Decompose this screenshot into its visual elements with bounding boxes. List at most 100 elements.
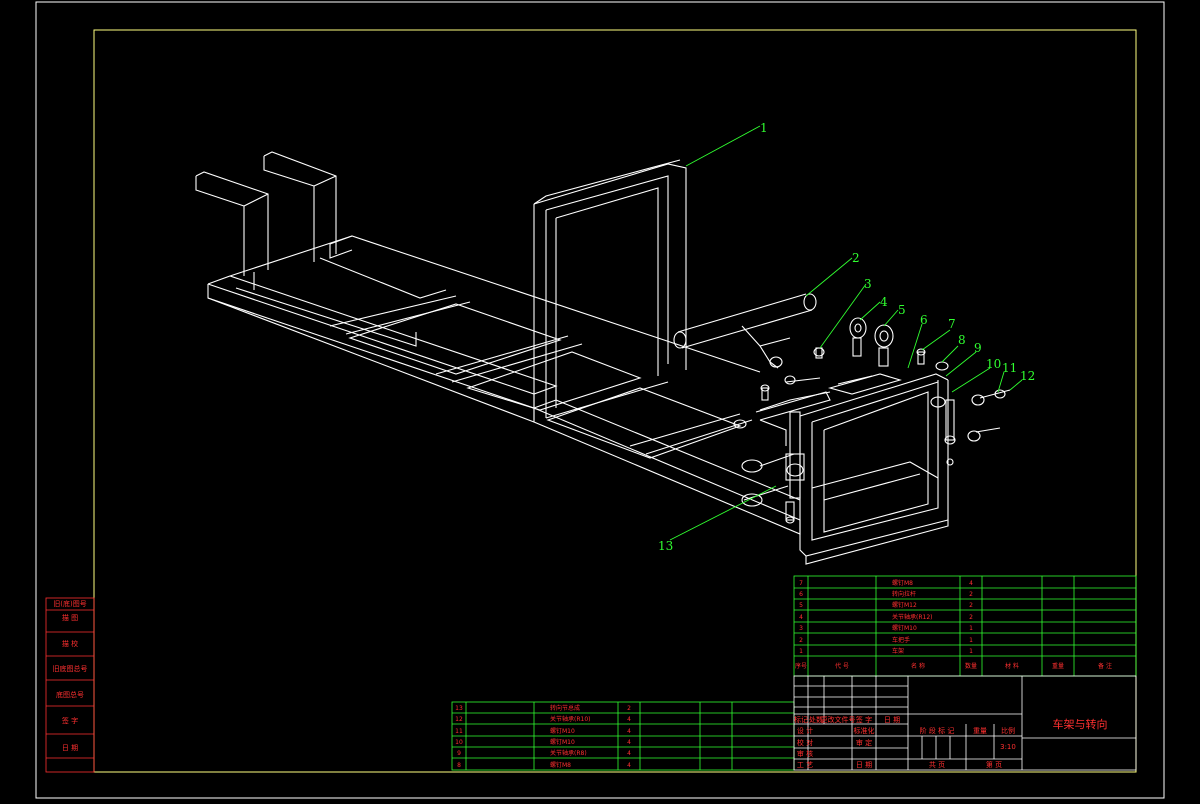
bom-no: 7 <box>799 580 803 587</box>
role-design: 设 计 <box>797 726 813 735</box>
leader-lines <box>669 125 1023 541</box>
bom-no: 6 <box>799 591 803 598</box>
bom-header-material: 材 料 <box>1005 662 1019 670</box>
bom-header-name: 名 称 <box>911 662 925 670</box>
bom-header-code: 代 号 <box>835 662 849 670</box>
bom-name: 车把手 <box>892 636 910 644</box>
callout-13: 13 <box>658 539 673 553</box>
rev-header-mark: 标记 <box>794 715 808 724</box>
bom-row: 8 螺钉M8 4 <box>457 761 631 769</box>
bom-qty: 2 <box>969 591 973 598</box>
scale-label: 比例 <box>1001 726 1015 735</box>
margin-label: 日 期 <box>62 744 78 752</box>
bom-no: 9 <box>457 750 461 757</box>
vehicle-frame-assembly <box>195 151 1011 565</box>
bom-qty: 4 <box>627 750 631 757</box>
left-margin-table <box>45 597 95 773</box>
rev-header-sign: 签 字 <box>856 715 872 724</box>
bom-qty: 4 <box>627 728 631 735</box>
title-block-grid <box>793 675 1137 771</box>
bom-no: 2 <box>799 637 803 644</box>
callout-11: 11 <box>1002 361 1017 375</box>
bom-name: 螺钉M8 <box>550 761 571 769</box>
bom-no: 11 <box>455 728 463 735</box>
callout-10: 10 <box>986 357 1001 371</box>
weight-label: 重量 <box>973 727 987 735</box>
callout-2: 2 <box>852 251 860 265</box>
bom-qty: 2 <box>627 705 631 712</box>
left-margin-labels: 旧(底)图号 描 图 描 校 旧底图总号 底图总号 签 字 日 期 <box>53 599 88 752</box>
bom-row: 7 螺钉M8 4 <box>799 579 973 587</box>
bom-row: 10 螺钉M10 4 <box>455 738 631 746</box>
bom-qty: 1 <box>969 637 973 644</box>
bom-qty: 1 <box>969 648 973 655</box>
bom-name: 螺钉M10 <box>550 738 575 746</box>
bom-qty: 4 <box>969 580 973 587</box>
role-date: 日 期 <box>856 761 872 769</box>
stage-label: 阶 段 标 记 <box>920 726 955 735</box>
bom-name: 螺钉M10 <box>550 727 575 735</box>
role-review: 审 核 <box>797 749 813 758</box>
rev-header-doc: 更改文件号 <box>821 715 856 724</box>
bom-upper-grid <box>793 575 1137 677</box>
bom-qty: 4 <box>627 762 631 769</box>
role-process: 工 艺 <box>797 761 813 769</box>
sheet-border <box>35 1 1165 799</box>
drawing-title: 车架与转向 <box>1053 717 1108 731</box>
margin-label: 签 字 <box>62 716 78 725</box>
scale-value: 3:10 <box>1000 743 1016 751</box>
bom-row: 12 关节轴承(R10) 4 <box>455 715 631 723</box>
callout-6: 6 <box>920 313 928 327</box>
callout-12: 12 <box>1020 369 1035 383</box>
bom-row: 6 转向拉杆 2 <box>799 590 973 598</box>
bom-header-no: 序号 <box>795 662 807 670</box>
callout-7: 7 <box>948 317 956 331</box>
margin-label: 旧(底)图号 <box>53 599 86 608</box>
bom-row: 2 车把手 1 <box>799 636 973 644</box>
bom-row: 5 螺钉M12 2 <box>799 601 973 609</box>
drawing-frame <box>93 29 1137 773</box>
bom-no: 13 <box>455 705 463 712</box>
callout-9: 9 <box>974 341 982 355</box>
margin-label: 描 校 <box>62 639 78 648</box>
bom-row: 11 螺钉M10 4 <box>455 727 631 735</box>
bom-no: 4 <box>799 614 803 621</box>
bom-name: 转向拉杆 <box>892 590 916 598</box>
bom-qty: 4 <box>627 739 631 746</box>
bom-header-weight: 重量 <box>1052 662 1064 670</box>
bom-qty: 2 <box>969 614 973 621</box>
bom-row: 4 关节轴承(R12) 2 <box>799 613 973 621</box>
role-check: 校 对 <box>797 738 813 747</box>
bom-no: 10 <box>455 739 463 746</box>
bom-qty: 1 <box>969 625 973 632</box>
rev-header-date: 日 期 <box>884 716 900 724</box>
bom-row: 1 车架 1 <box>799 647 973 655</box>
rev-header-count: 处数 <box>809 715 823 724</box>
bom-no: 12 <box>455 716 463 723</box>
role-standard: 标准化 <box>854 726 875 735</box>
sheet-number: 第 页 <box>986 760 1002 769</box>
margin-label: 旧底图总号 <box>53 664 88 673</box>
bom-name: 转向节总成 <box>550 704 580 712</box>
bom-name: 车架 <box>892 647 904 655</box>
bom-no: 3 <box>799 625 803 632</box>
margin-label: 底图总号 <box>56 690 84 699</box>
total-sheets: 共 页 <box>929 760 945 769</box>
bom-header: 序号 代 号 名 称 数量 材 料 重量 备 注 <box>795 662 1112 670</box>
bom-upper-rows: 7 螺钉M8 4 6 转向拉杆 2 5 螺钉M12 2 4 关节轴承(R12) … <box>795 579 1112 670</box>
bom-no: 5 <box>799 602 803 609</box>
bom-name: 关节轴承(R12) <box>892 613 933 621</box>
bom-qty: 2 <box>969 602 973 609</box>
bom-row: 3 螺钉M10 1 <box>799 624 973 632</box>
bom-name: 螺钉M8 <box>892 579 913 587</box>
bom-name: 螺钉M10 <box>892 624 917 632</box>
callout-3: 3 <box>864 277 872 291</box>
bom-name: 关节轴承(R8) <box>550 749 587 757</box>
bom-no: 1 <box>799 648 803 655</box>
bom-qty: 4 <box>627 716 631 723</box>
callout-5: 5 <box>898 303 906 317</box>
role-approve: 审 定 <box>856 738 872 747</box>
margin-label: 描 图 <box>62 613 78 622</box>
bom-header-qty: 数量 <box>965 662 977 670</box>
